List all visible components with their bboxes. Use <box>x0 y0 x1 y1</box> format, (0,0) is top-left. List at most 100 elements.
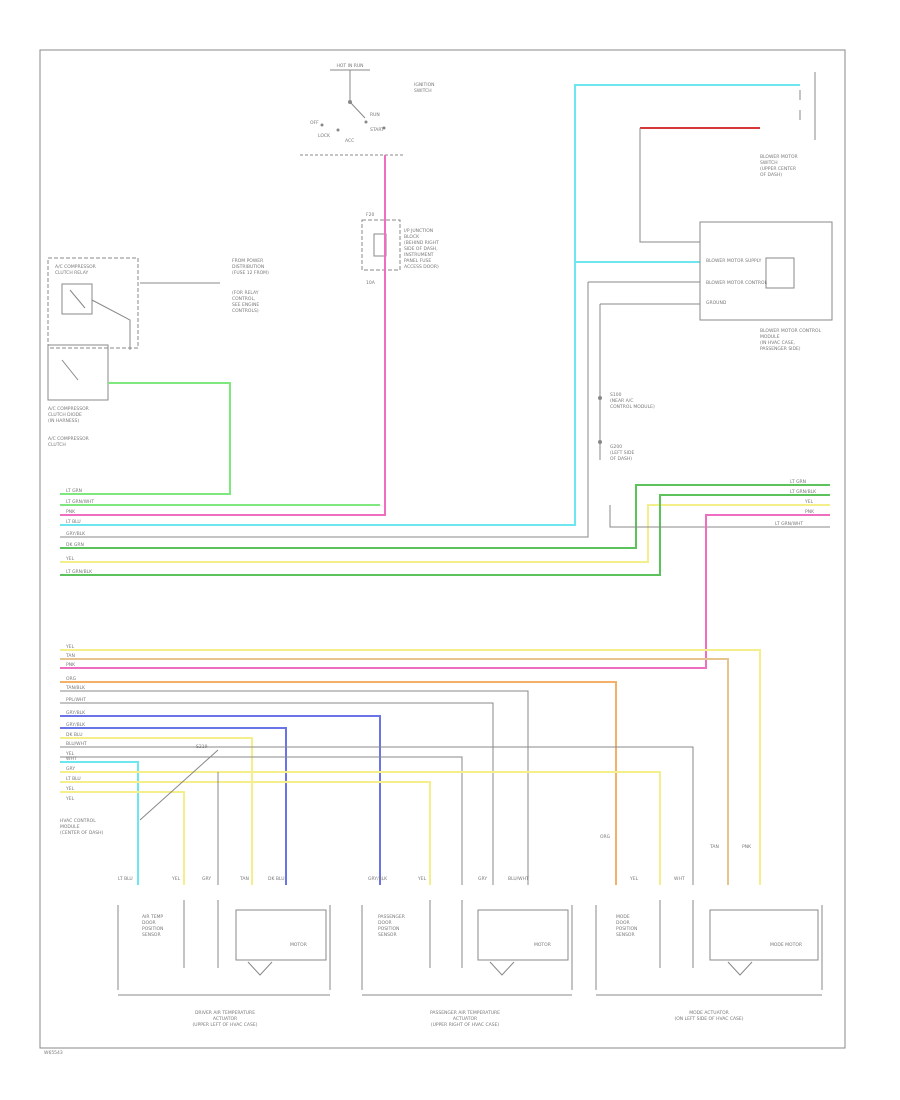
relay-label-2: CLUTCH RELAY <box>55 270 88 276</box>
ignition-pos-start: START <box>370 127 384 133</box>
feed-note-1b: DISTRIBUTION <box>232 264 264 270</box>
diode-label-2: CLUTCH DIODE <box>48 412 82 418</box>
bus-bot-2: TAN <box>65 653 75 659</box>
top-bus-labels: LT GRN LT GRN/WHT PNK LT BLU GRY/BLK DK … <box>65 479 817 575</box>
bus-bot-6: PPL/WHT <box>66 697 86 703</box>
ac-compressor-relay: A/C COMPRESSOR CLUTCH RELAY <box>47 257 139 350</box>
fuse-label-2: BLOCK <box>404 234 420 240</box>
blower-module-label-3: (IN HVAC CASE, <box>760 340 795 346</box>
blower-pin-3: GROUND <box>706 300 727 306</box>
act1-inner-1: AIR TEMP <box>142 914 163 920</box>
passenger-air-temp-actuator: PASSENGER DOOR POSITION SENSOR MOTOR PAS… <box>361 900 573 1028</box>
bus-bot-15: YEL <box>65 786 75 792</box>
act1-inner-3: POSITION <box>142 926 163 932</box>
ignition-label-2: SWITCH <box>414 88 432 94</box>
act-pin-5: DK BLU <box>268 876 285 882</box>
ac-compressor-diode: A/C COMPRESSOR CLUTCH DIODE (IN HARNESS)… <box>47 344 109 448</box>
blower-switch-label-1: BLOWER MOTOR <box>760 154 798 160</box>
ignition-pos-acc: ACC <box>345 138 354 144</box>
feed-note-2b: CONTROL, <box>232 296 255 302</box>
act-pin-6: YEL <box>417 876 427 882</box>
bus-bot-10: BLU/WHT <box>66 741 87 747</box>
splice-label-3: CONTROL MODULE) <box>610 404 655 410</box>
blower-switch-label-3: (UPPER CENTER <box>760 166 796 172</box>
bus-bot-1: YEL <box>65 644 75 650</box>
bus-bot-11: YEL <box>65 751 75 757</box>
act-pin-11: WHT <box>674 876 685 882</box>
act-pin-12: TAN <box>709 844 719 850</box>
ignition-pos-lock: LOCK <box>318 133 331 139</box>
act2-name-3: (UPPER RIGHT OF HVAC CASE) <box>431 1022 500 1028</box>
act1-name-3: (UPPER LEFT OF HVAC CASE) <box>193 1022 258 1028</box>
act1-inner-2: DOOR <box>142 920 156 926</box>
ignition-switch: HOT IN RUN RUN START OFF LOCK ACC IGNITI… <box>300 63 435 156</box>
driver-air-temp-actuator: AIR TEMP DOOR POSITION SENSOR MOTOR DRIV… <box>117 900 331 1028</box>
bus-top-4: LT BLU <box>66 519 81 525</box>
act-pin-7: GRY/BLK <box>368 876 388 882</box>
blower-control-module: BLOWER MOTOR SUPPLY BLOWER MOTOR CONTROL… <box>699 221 833 352</box>
figure-code: W65543 <box>44 1050 63 1056</box>
bus-top-8: LT GRN/BLK <box>66 569 93 575</box>
bottom-bus-labels: YEL TAN PNK ORG TAN/BLK PPL/WHT GRY/BLK … <box>65 644 87 802</box>
act2-name-2: ACTUATOR <box>453 1016 477 1022</box>
bus-top-r5: LT GRN/WHT <box>775 521 803 527</box>
feed-note-2d: CONTROLS) <box>232 308 259 314</box>
act-pin-2: YEL <box>171 876 181 882</box>
act-pin-10: YEL <box>629 876 639 882</box>
diode-label-3: (IN HARNESS) <box>48 418 79 424</box>
actuator-pin-labels: LT BLU YEL GRY TAN DK BLU YEL GRY/BLK BL… <box>118 834 752 882</box>
fuse-label-3: (BEHIND RIGHT <box>404 240 439 246</box>
act3-name-1: MODE ACTUATOR <box>689 1010 729 1016</box>
diode-label-1: A/C COMPRESSOR <box>48 406 89 412</box>
wire-lt-blue <box>60 84 800 526</box>
act1-motor: MOTOR <box>290 942 307 948</box>
act-pin-4: TAN <box>239 876 249 882</box>
bus-bot-7: GRY/BLK <box>66 710 86 716</box>
act2-name-1: PASSENGER AIR TEMPERATURE <box>430 1010 500 1016</box>
bus-top-6: DK GRN <box>66 542 84 548</box>
bus-bot-3: PNK <box>66 662 76 668</box>
bus-top-r2: LT GRN/BLK <box>790 489 817 495</box>
act2-inner-2: DOOR <box>378 920 392 926</box>
act-pin-13: ORG <box>600 834 611 840</box>
bus-top-r1: LT GRN <box>790 479 806 485</box>
diagram-frame <box>39 49 846 1049</box>
clutch-label-2: CLUTCH <box>48 442 66 448</box>
act-pin-14: PNK <box>742 844 752 850</box>
bus-top-2: LT GRN/WHT <box>66 499 94 505</box>
bus-top-r3: YEL <box>804 499 814 505</box>
bus-top-7: YEL <box>65 556 75 562</box>
bus-bot-8: GRY/BLK <box>66 722 86 728</box>
ignition-title: HOT IN RUN <box>336 63 363 69</box>
act3-inner-1: MODE <box>616 914 630 920</box>
act-pin-8: BLU/WHT <box>508 876 529 882</box>
fuse-id: F20 <box>366 212 374 218</box>
bus-bot-16: YEL <box>65 796 75 802</box>
bus-top-5: GRY/BLK <box>66 531 86 537</box>
act-pin-3: GRY <box>202 876 211 882</box>
ground-label-2: (LEFT SIDE <box>610 450 634 456</box>
act2-inner-4: SENSOR <box>378 932 397 938</box>
bus-top-3: PNK <box>66 509 76 515</box>
act3-motor: MODE MOTOR <box>770 942 802 948</box>
ignition-label-1: IGNITION <box>414 82 435 88</box>
mode-actuator: MODE DOOR POSITION SENSOR MODE MOTOR MOD… <box>595 900 823 1022</box>
ground-label-1: G200 <box>610 444 622 450</box>
fuse-label-7: ACCESS DOOR) <box>404 264 439 270</box>
relay-label-1: A/C COMPRESSOR <box>55 264 96 270</box>
blower-pin-1: BLOWER MOTOR SUPPLY <box>706 258 762 264</box>
ground-label-3: OF DASH) <box>610 456 632 462</box>
act-pin-9: GRY <box>478 876 487 882</box>
bus-top-1: LT GRN <box>66 488 82 494</box>
act3-inner-4: SENSOR <box>616 932 635 938</box>
fuse-amp: 10A <box>366 280 376 286</box>
act2-motor: MOTOR <box>534 942 551 948</box>
bus-bot-12: WHT <box>66 756 77 762</box>
blower-switch-label-4: OF DASH) <box>760 172 782 178</box>
bus-bot-4: ORG <box>66 676 77 682</box>
fuse-label-5: INSTRUMENT <box>404 252 434 258</box>
feed-note-1a: FROM POWER <box>232 258 263 264</box>
fuse-label-6: PANEL FUSE <box>404 258 431 264</box>
controller-label-1: HVAC CONTROL <box>60 818 96 824</box>
blower-pin-2: BLOWER MOTOR CONTROL <box>706 280 768 286</box>
